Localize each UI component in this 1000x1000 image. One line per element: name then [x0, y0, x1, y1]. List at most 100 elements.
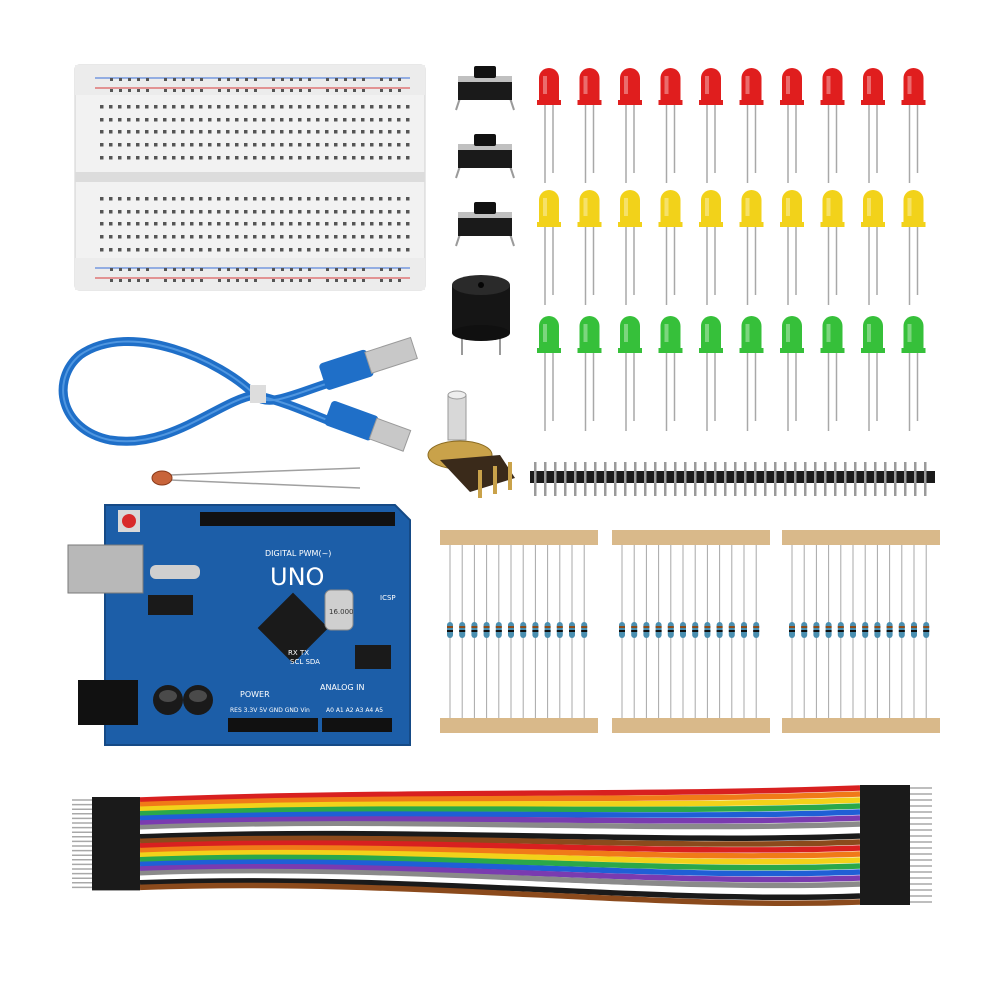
- header-pin: [734, 462, 737, 496]
- header-pin: [604, 462, 607, 496]
- yellow-led: [537, 190, 561, 305]
- jumper-wire: [72, 859, 932, 877]
- jumper-wire: [72, 854, 932, 871]
- header-pin: [554, 462, 557, 496]
- jumper-wire: [72, 803, 932, 817]
- header-pin: [754, 462, 757, 496]
- red-led: [861, 68, 885, 183]
- jumper-wire: [72, 791, 932, 808]
- header-pin: [674, 462, 677, 496]
- usb-a-plug: [319, 336, 418, 390]
- yellow-led: [739, 190, 764, 305]
- yellow-led: [861, 190, 885, 305]
- scl-sda-label: SCL SDA: [290, 658, 320, 666]
- jumper-wire: [72, 826, 932, 836]
- breadboard: [74, 64, 426, 291]
- header-pin: [594, 462, 597, 496]
- jumper-wire: [72, 864, 932, 883]
- jumper-wire-ribbon: [72, 785, 932, 907]
- power-header-label: POWER: [240, 690, 270, 699]
- green-led: [658, 316, 683, 431]
- header-pin: [634, 462, 637, 496]
- green-led: [820, 316, 845, 431]
- pin-header-strip: [530, 462, 935, 496]
- header-pin: [904, 462, 907, 496]
- green-led: [861, 316, 885, 431]
- header-pin: [544, 462, 547, 496]
- green-led: [901, 316, 926, 431]
- board-model-label: UNO: [270, 563, 324, 591]
- yellow-led: [658, 190, 683, 305]
- resistor-bank: [440, 530, 598, 733]
- red-led: [577, 68, 602, 183]
- header-pin: [654, 462, 657, 496]
- potentiometer: [427, 390, 515, 498]
- icsp-label: ICSP: [380, 594, 396, 602]
- jumper-wire: [72, 882, 932, 907]
- green-led: [699, 316, 723, 431]
- tx-label: TX: [299, 649, 309, 657]
- header-pin: [834, 462, 837, 496]
- header-pin: [624, 462, 627, 496]
- green-led: [780, 316, 804, 431]
- yellow-led: [699, 190, 723, 305]
- resistor-bank: [782, 530, 940, 733]
- header-pin: [914, 462, 917, 496]
- arduino-uno-board: UNO DIGITAL PWM(~) POWER ANALOG IN ICSP …: [67, 504, 411, 746]
- push-button: [455, 66, 515, 111]
- yellow-led: [780, 190, 804, 305]
- jumper-wire: [72, 815, 932, 826]
- header-pin: [584, 462, 587, 496]
- header-pin: [804, 462, 807, 496]
- header-pin: [614, 462, 617, 496]
- dc-jack: [78, 680, 138, 725]
- green-led: [577, 316, 602, 431]
- header-pin: [844, 462, 847, 496]
- header-pin: [704, 462, 707, 496]
- header-pin: [764, 462, 767, 496]
- jumper-wire: [72, 809, 932, 822]
- push-buttons: [455, 66, 515, 247]
- jumper-wire: [72, 849, 932, 865]
- header-pin: [784, 462, 787, 496]
- usb-cable: [58, 336, 418, 452]
- power-pins-label: RES 3.3V 5V GND GND Vin: [230, 707, 310, 714]
- digital-header-label: DIGITAL PWM(~): [265, 549, 331, 558]
- crystal-label: 16.000: [329, 608, 354, 616]
- header-pin: [794, 462, 797, 496]
- header-pin: [814, 462, 817, 496]
- microcontroller-chip: [257, 592, 329, 664]
- resistor-bank: [612, 530, 770, 733]
- analog-header-label: ANALOG IN: [320, 683, 365, 692]
- header-pin: [664, 462, 667, 496]
- header-pin: [534, 462, 537, 496]
- jumper-wire: [72, 830, 932, 841]
- header-pin: [884, 462, 887, 496]
- buzzer: [452, 275, 510, 355]
- jumper-wire: [72, 873, 932, 895]
- jumper-wire: [72, 868, 932, 889]
- green-led: [537, 316, 561, 431]
- header-pin: [564, 462, 567, 496]
- header-pin: [824, 462, 827, 496]
- header-pin: [684, 462, 687, 496]
- red-led: [739, 68, 764, 183]
- yellow-led: [577, 190, 602, 305]
- usb-jack: [67, 544, 144, 594]
- yellow-led: [618, 190, 642, 305]
- jumper-wire: [72, 821, 932, 831]
- green-led: [618, 316, 642, 431]
- jumper-wire: [72, 840, 932, 853]
- led-grid: [537, 68, 926, 431]
- red-led: [699, 68, 723, 183]
- jumper-wire: [72, 785, 932, 803]
- digital-header: [200, 512, 395, 526]
- header-pin: [744, 462, 747, 496]
- red-led: [820, 68, 845, 183]
- header-pin: [724, 462, 727, 496]
- red-led: [780, 68, 804, 183]
- yellow-led: [820, 190, 845, 305]
- analog-header: [322, 718, 392, 732]
- rx-label: RX: [288, 649, 298, 657]
